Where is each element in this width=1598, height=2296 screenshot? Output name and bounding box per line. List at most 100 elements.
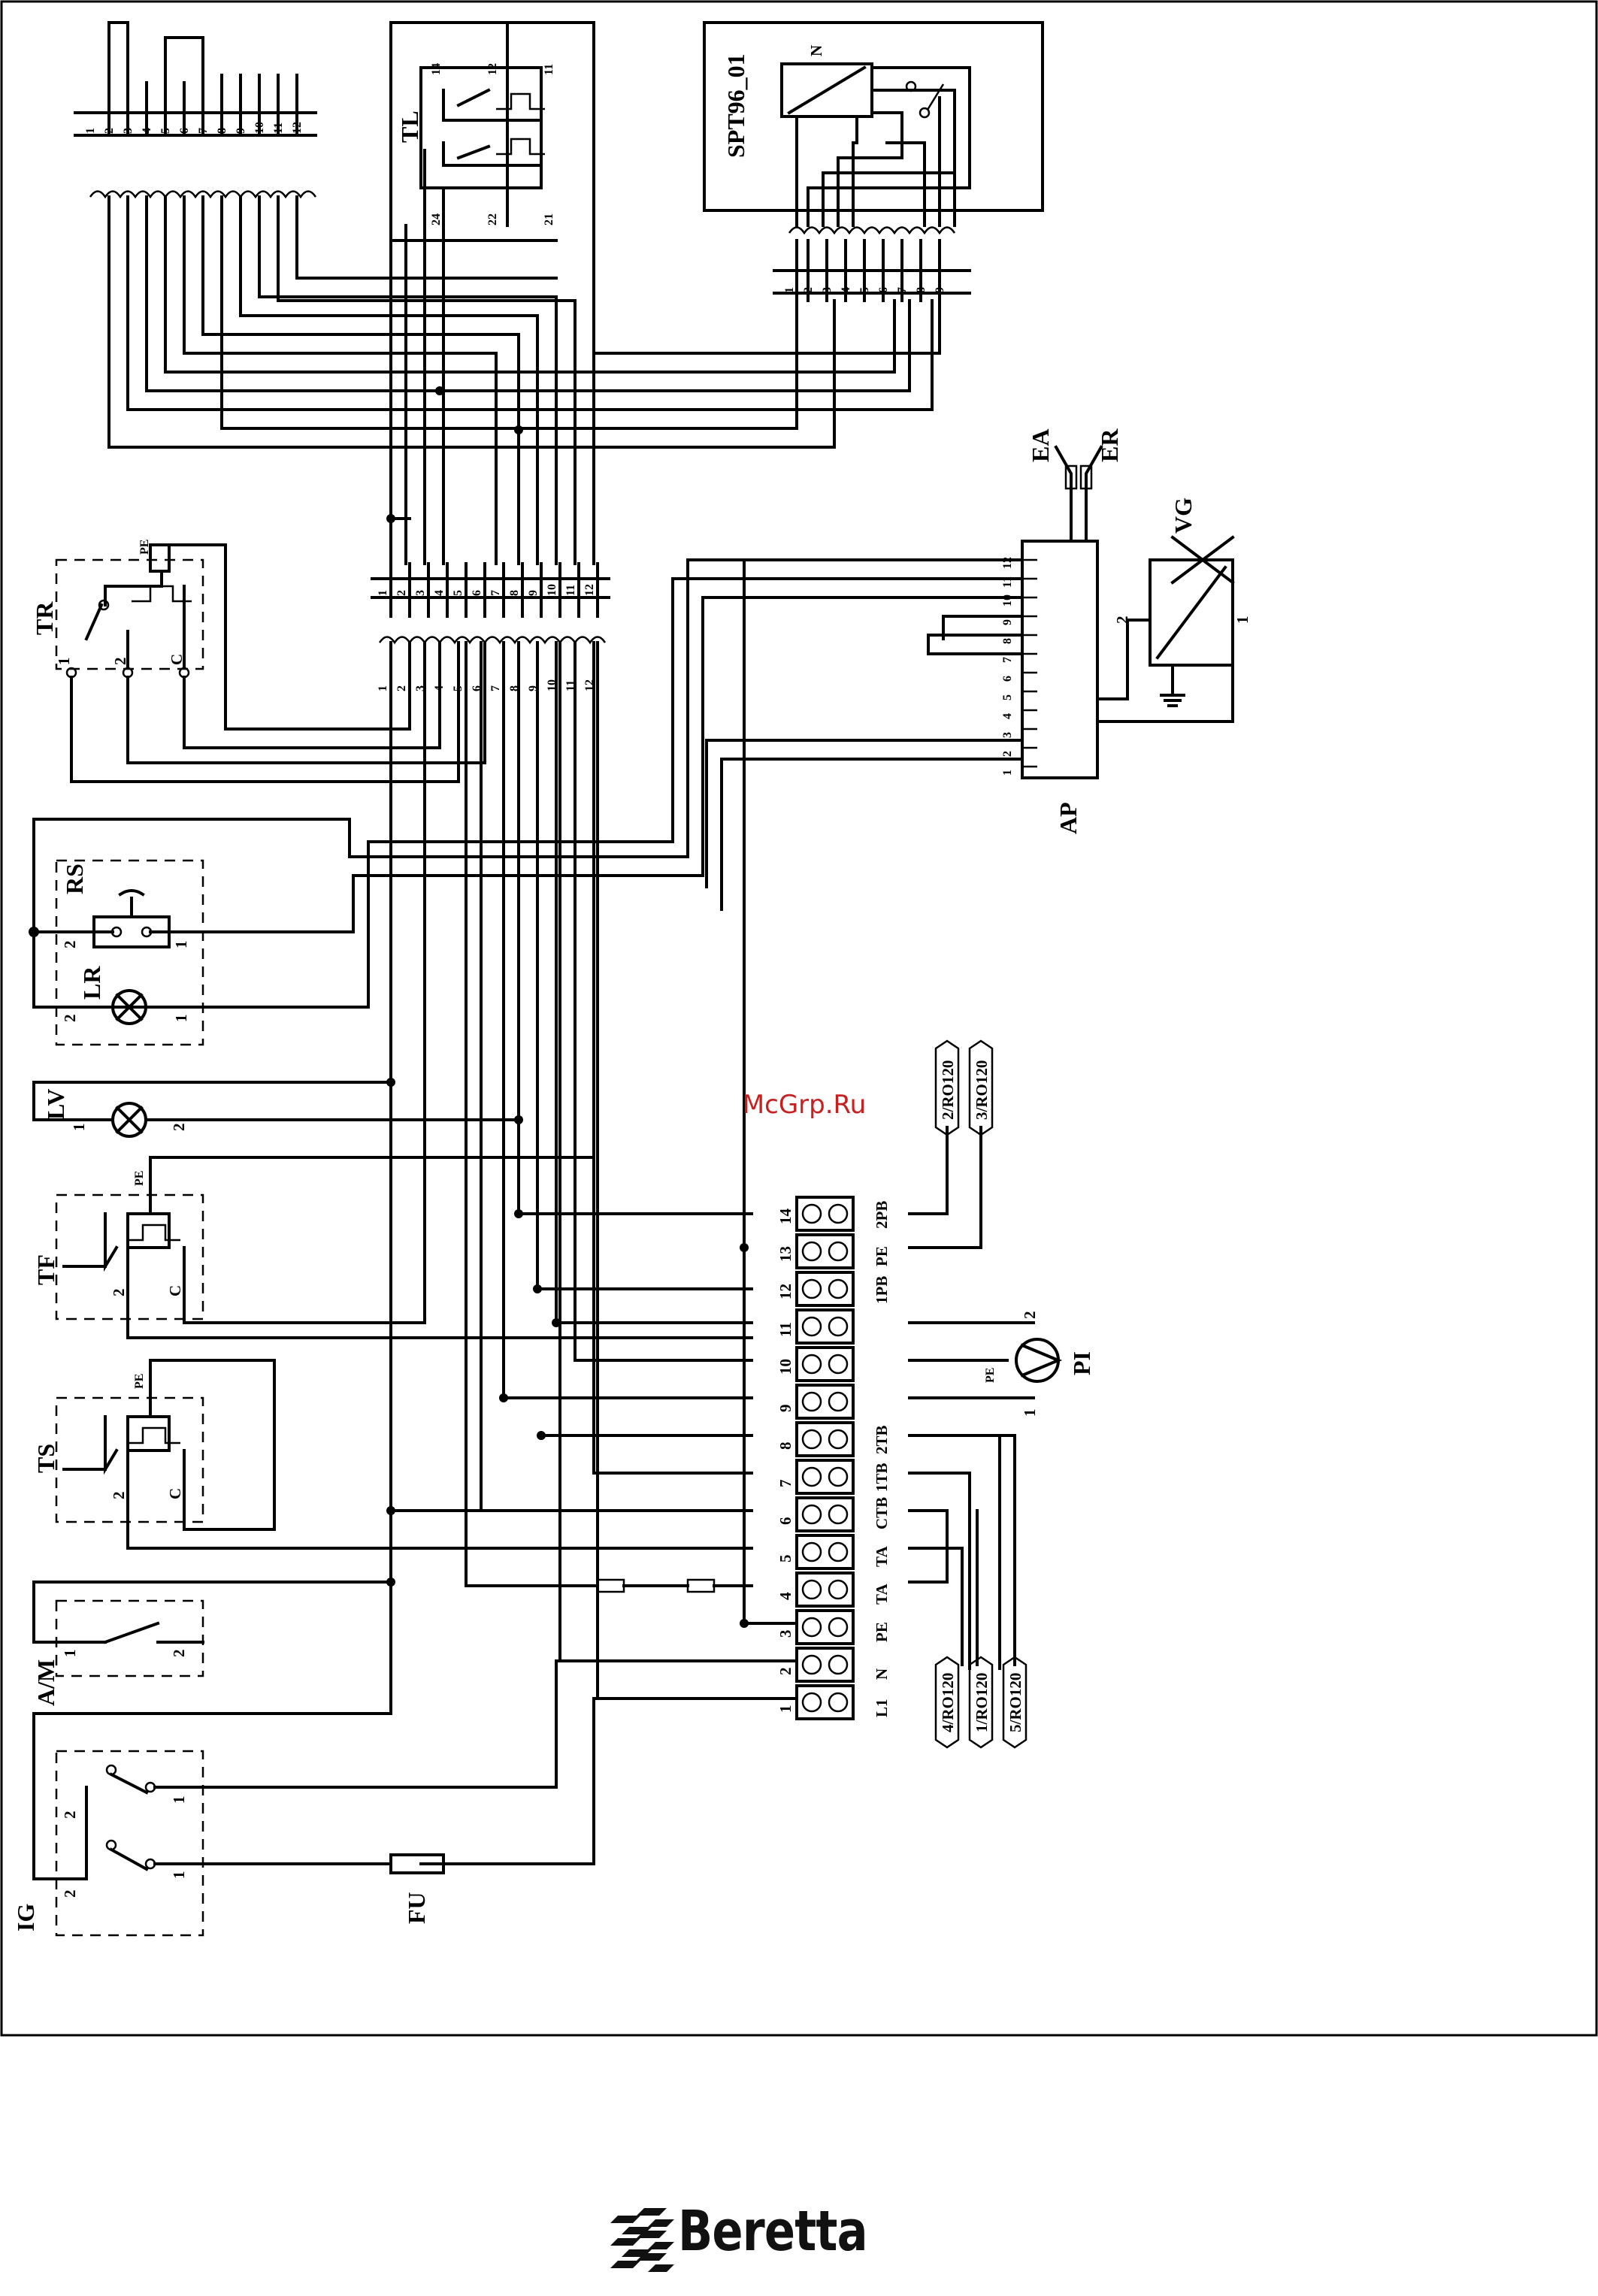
am-label: A/M: [32, 1659, 59, 1706]
terminal-function: TA: [873, 1546, 891, 1567]
middle-connector-lower-pin-number: 9: [527, 685, 540, 691]
ap-label: AP: [1055, 802, 1082, 834]
watermark-text: McGrp.Ru: [742, 1090, 867, 1120]
middle-connector-lower-pin-number: 8: [508, 685, 521, 691]
terminal-body: [795, 1346, 855, 1382]
am-switch: A/M 1 2: [32, 641, 395, 1880]
ap-pin-number: 4: [1001, 713, 1014, 719]
ig-label: IG: [12, 1904, 39, 1931]
top-connector-pin-number: 1: [84, 128, 97, 134]
terminal-function: 2TB: [873, 1425, 891, 1454]
middle-connector-pin-number: 9: [527, 590, 540, 596]
terminal-screw: [801, 1316, 822, 1337]
terminal-number: 12: [776, 1284, 794, 1299]
rs-pin2-label: 2: [61, 941, 79, 949]
terminal-screw: [801, 1692, 822, 1713]
terminal-screw: [828, 1316, 849, 1337]
middle-connector-pin-number: 8: [508, 590, 521, 596]
ap-pin-number: 1: [1001, 770, 1014, 776]
terminal-body: [795, 1384, 855, 1420]
terminal-body: [795, 1308, 855, 1345]
middle-connector-lower-pin-number: 6: [471, 685, 483, 691]
lv-pin1-label: 1: [70, 1124, 88, 1132]
terminal: [795, 1233, 855, 1269]
lr-label: LR: [78, 966, 105, 1000]
middle-connector-pin-number: 3: [414, 590, 427, 596]
terminal-function: PE: [873, 1246, 891, 1266]
ig-pin2b-label: 2: [61, 1890, 79, 1898]
middle-connector-lower-pin-number: 2: [395, 685, 408, 691]
middle-connector-pin-number: 2: [395, 590, 408, 596]
tf-label: TF: [32, 1254, 59, 1285]
terminal-function: 1PB: [873, 1276, 891, 1304]
am-pin1-label: 1: [61, 1650, 79, 1658]
spt-pin-number: 1: [783, 287, 796, 293]
terminal-screw: [828, 1466, 849, 1487]
ap-pin-number: 11: [1001, 576, 1014, 588]
terminal-body: [795, 1421, 855, 1457]
rs-label: RS: [61, 864, 88, 894]
terminal-number: 6: [776, 1517, 794, 1526]
tr-thermostat: TR PE 1 2 C: [31, 540, 486, 783]
top-connector-pin-number: 2: [103, 128, 116, 134]
terminal-screw: [828, 1241, 849, 1262]
terminal-screw: [828, 1504, 849, 1525]
spt-pin-number: 5: [858, 287, 871, 293]
am-pin2-label: 2: [170, 1650, 188, 1658]
terminal-screw: [801, 1504, 822, 1525]
terminal-function: L1: [873, 1699, 891, 1717]
terminal-screw: [801, 1278, 822, 1299]
top-connector-pin-number: 9: [235, 128, 247, 134]
spt-pin-number: 9: [934, 287, 946, 293]
terminal: [795, 1684, 855, 1720]
top-connector-pin-number: 5: [159, 128, 172, 134]
ts-pinc-label: C: [166, 1488, 184, 1499]
ap-pin-number: 10: [1001, 594, 1014, 607]
tr-pinc-label: C: [168, 654, 186, 665]
top-connector-pin-number: 8: [216, 128, 229, 134]
tl-label: TL: [396, 110, 423, 143]
lv-pin2-label: 2: [170, 1124, 188, 1132]
terminal-screw: [801, 1654, 822, 1675]
rs-pin1-label: 1: [172, 941, 190, 949]
terminal: [795, 1308, 855, 1345]
top-connector-pin-number: 7: [197, 128, 210, 134]
tl-pin-number: 14: [430, 63, 443, 75]
tf-pe-label: PE: [133, 1171, 146, 1186]
ap-pin-number: 7: [1001, 657, 1014, 663]
top-connector-pin-number: 10: [253, 122, 266, 134]
vg-pin2-label: 2: [1113, 616, 1131, 625]
terminal-function: CTB: [873, 1497, 891, 1529]
terminal-number: 2: [776, 1668, 794, 1676]
spt-pin-number: 6: [877, 287, 890, 293]
ap-pin-number: 9: [1001, 619, 1014, 625]
spt-pin-number: 7: [896, 287, 909, 293]
ig-pin2a-label: 2: [61, 1811, 79, 1820]
harness-top: [107, 149, 941, 565]
spt-pin-number: 8: [915, 287, 928, 293]
terminal: [795, 1647, 855, 1683]
top-connector-pin-number: 6: [178, 128, 191, 134]
terminal-screw: [828, 1617, 849, 1638]
right-side-connections: 2/RO120 3/RO120 PI PE 2 1 4/RO120 1/RO12…: [908, 1039, 1095, 1749]
spt-pin-number: 3: [821, 287, 834, 293]
tl-pin-number: 12: [486, 63, 499, 75]
terminal-body: [795, 1496, 855, 1532]
terminal-body: [795, 1684, 855, 1720]
terminal-screw: [801, 1541, 822, 1562]
lr-pin2-label: 2: [61, 1015, 79, 1023]
middle-connector-pin-number: 1: [377, 590, 389, 596]
brand-name: Beretta: [678, 2199, 868, 2264]
tf-pin2-label: 2: [110, 1289, 128, 1297]
terminal-function: 2PB: [873, 1201, 891, 1229]
terminal: [795, 1496, 855, 1532]
vg-label: VG: [1170, 498, 1197, 534]
tl-pin-number: 22: [486, 213, 499, 225]
ap-pin-number: 5: [1001, 694, 1014, 700]
terminal-body: [795, 1459, 855, 1495]
lv-lamp: LV 1 2: [32, 1078, 523, 1138]
